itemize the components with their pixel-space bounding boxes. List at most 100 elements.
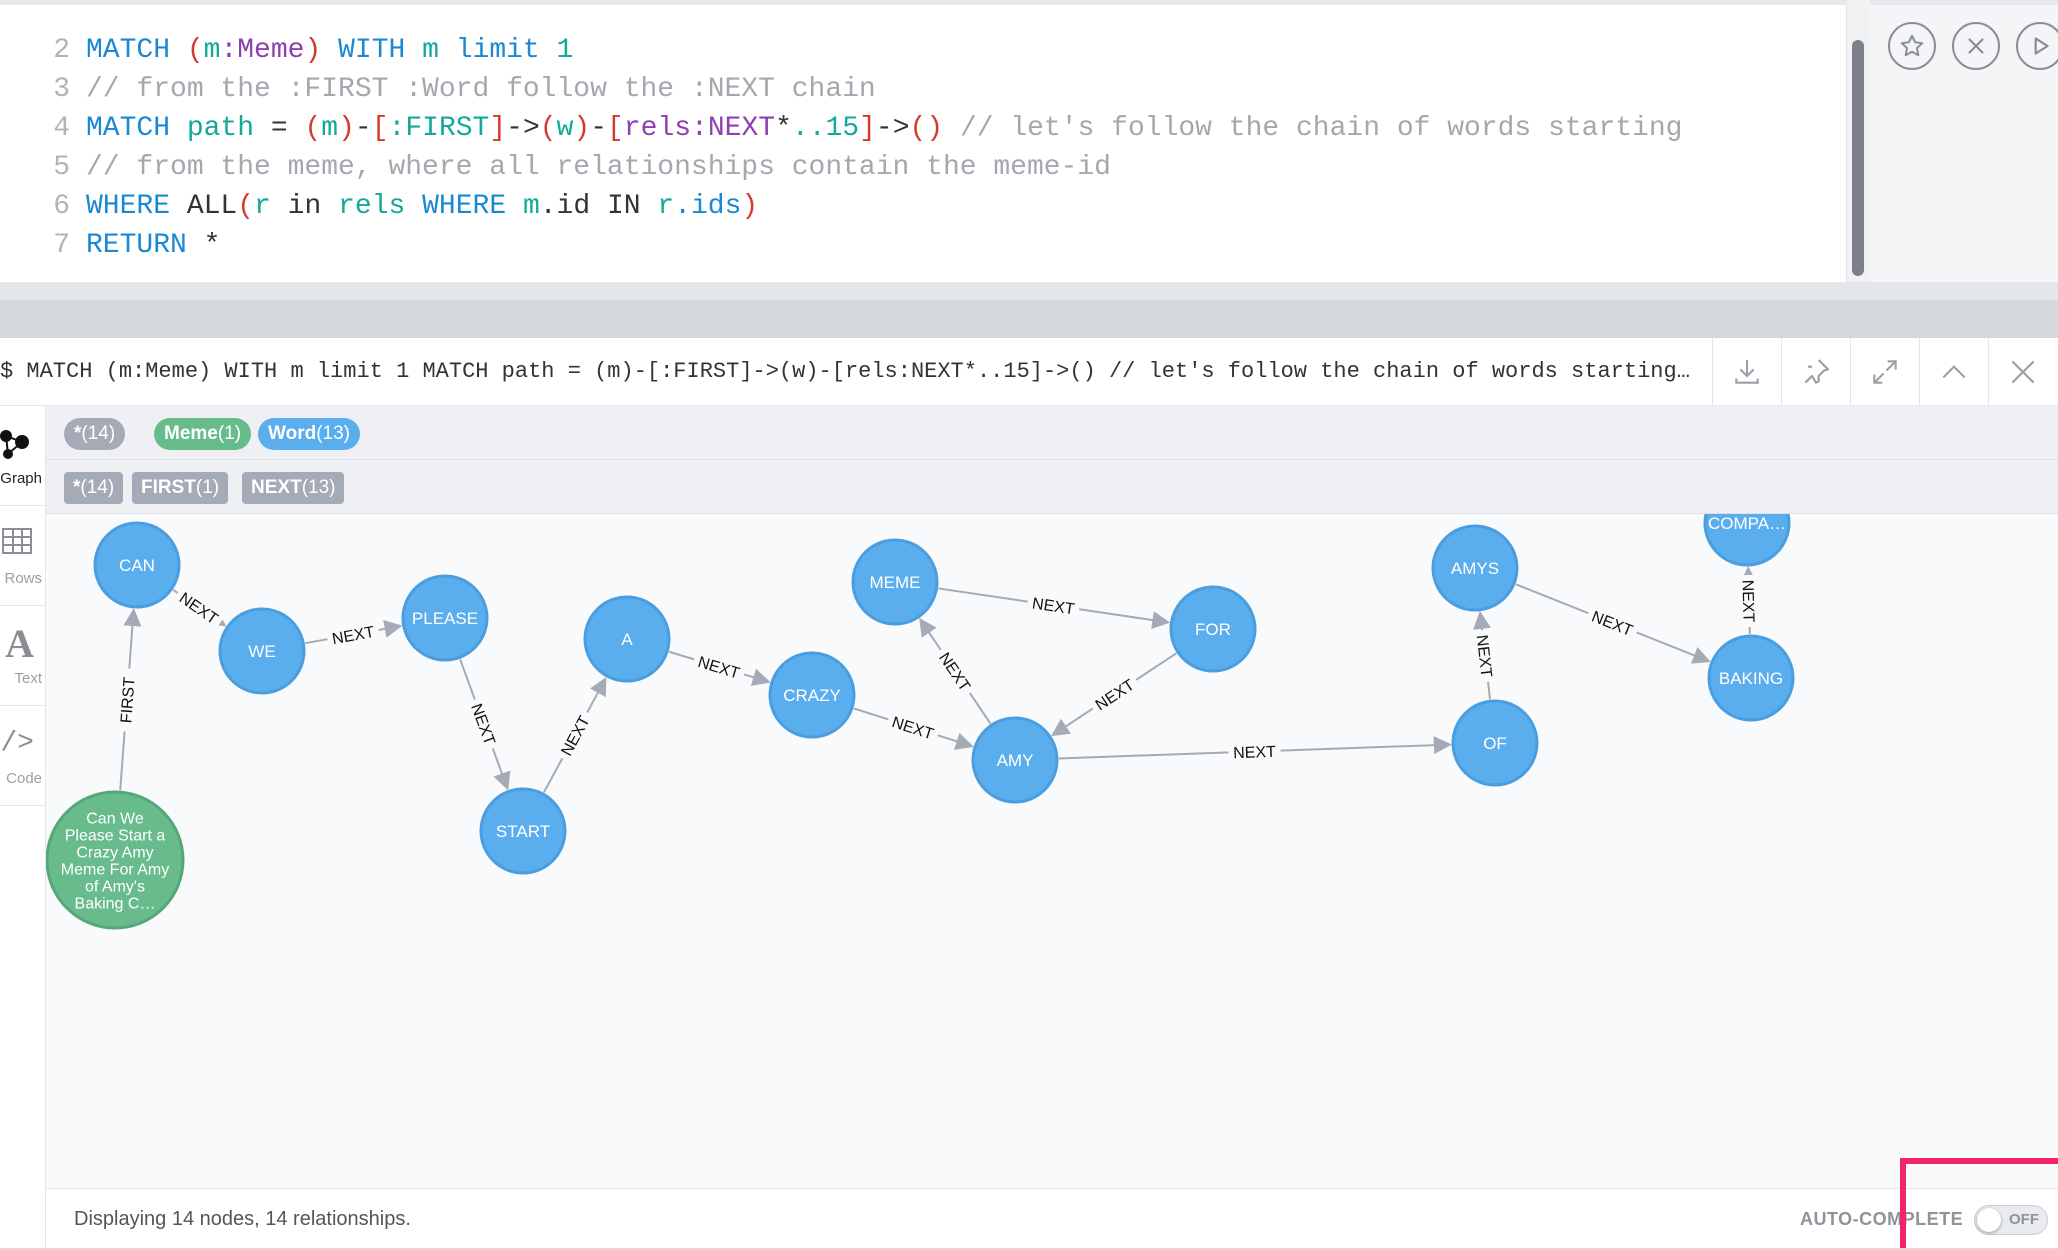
code-token: WITH (321, 35, 423, 66)
clear-button[interactable] (1952, 22, 2000, 70)
node-circle[interactable] (1707, 634, 1795, 722)
code-token: rels (338, 191, 406, 222)
graph-node-of[interactable]: OF (1451, 699, 1539, 787)
view-tab-text[interactable]: A Text (0, 606, 45, 706)
favorite-button[interactable] (1888, 22, 1936, 70)
relationship-edge[interactable]: NEXT (1515, 583, 1711, 664)
graph-node-for[interactable]: FOR (1169, 585, 1257, 673)
relationship-edge[interactable]: NEXT (668, 649, 771, 686)
relationship-edge[interactable]: NEXT (171, 584, 227, 631)
label-pill[interactable]: Meme(1) (154, 418, 252, 450)
node-caption: START (496, 822, 550, 841)
relationship-edge[interactable]: NEXT (543, 676, 607, 793)
label-count: (14) (81, 423, 116, 444)
collapse-button[interactable] (1919, 338, 1987, 406)
code-token: () (909, 113, 944, 144)
code-token: ( (539, 113, 557, 144)
download-icon (1734, 360, 1759, 384)
node-circle[interactable] (1169, 585, 1257, 673)
editor-scrollbar-thumb[interactable] (1852, 40, 1864, 276)
fullscreen-button[interactable] (1850, 338, 1918, 406)
code-token: 1 (556, 35, 574, 66)
relationship-edge[interactable]: NEXT (919, 617, 992, 725)
code-token: ) (304, 35, 322, 66)
code-token: ( (186, 35, 204, 66)
view-tab-graph[interactable]: Graph (0, 406, 45, 506)
view-sidebar: Graph Rows A Text </> Code (0, 406, 46, 1248)
relationship-edge[interactable]: NEXT (459, 658, 511, 791)
node-circle[interactable] (401, 574, 489, 662)
pin-button[interactable] (1781, 338, 1849, 406)
label-pill[interactable]: Word(13) (258, 418, 360, 450)
relationship-edge[interactable]: NEXT (1738, 566, 1760, 635)
relationship-edge[interactable]: FIRST (114, 608, 142, 791)
code-token: [ (607, 113, 624, 144)
close-frame-button[interactable] (1988, 338, 2056, 406)
node-circle[interactable] (768, 651, 856, 739)
graph-node-can[interactable]: CAN (93, 521, 181, 609)
view-tab-rows[interactable]: Rows (0, 506, 45, 606)
code-text: MATCH (m:Meme) WITH m limit 1 (70, 31, 573, 70)
code-line[interactable]: 5// from the meme, where all relationshi… (0, 148, 1111, 187)
edge-label-background (1228, 740, 1281, 763)
node-circle[interactable] (851, 538, 939, 626)
node-circle[interactable] (46, 790, 185, 930)
view-tab-code[interactable]: </> Code (0, 706, 45, 806)
relationship-edge[interactable]: NEXT (1058, 736, 1452, 763)
graph-node-amys[interactable]: AMYS (1431, 524, 1519, 612)
graph-node-start[interactable]: START (479, 787, 567, 875)
graph-node-please[interactable]: PLEASE (401, 574, 489, 662)
code-token: - (354, 113, 372, 144)
code-icon: </> (0, 728, 34, 759)
table-icon (0, 524, 45, 564)
node-circle[interactable] (1703, 514, 1791, 567)
label-pill[interactable]: *(14) (64, 418, 126, 450)
autocomplete-toggle[interactable]: OFF (1974, 1205, 2048, 1235)
node-circle[interactable] (583, 595, 671, 683)
code-line[interactable]: 3// from the :FIRST :Word follow the :NE… (0, 70, 876, 109)
status-bar: Displaying 14 nodes, 14 relationships. A… (46, 1188, 2058, 1248)
graph-node-crazy[interactable]: CRAZY (768, 651, 856, 739)
node-circle[interactable] (1451, 699, 1539, 787)
relationship-edge[interactable]: NEXT (1051, 652, 1177, 737)
stream-separator (0, 300, 2058, 338)
graph-node-compa[interactable]: COMPA… (1703, 514, 1791, 567)
code-token: MATCH (86, 113, 187, 144)
code-text: WHERE ALL(r in rels WHERE m.id IN r.ids) (70, 187, 758, 226)
code-token: ] (859, 113, 876, 144)
node-circle[interactable] (93, 521, 181, 609)
relationship-tag[interactable]: NEXT(13) (242, 472, 345, 504)
node-circle[interactable] (479, 787, 567, 875)
relationship-tag[interactable]: *(14) (64, 472, 124, 504)
frame-query-text[interactable]: $ MATCH (m:Meme) WITH m limit 1 MATCH pa… (0, 359, 1700, 384)
edge-label: FIRST (118, 676, 138, 724)
node-circle[interactable] (218, 607, 306, 695)
node-circle[interactable] (1431, 524, 1519, 612)
graph-node-a[interactable]: A (583, 595, 671, 683)
node-circle[interactable] (971, 716, 1059, 804)
node-caption: Meme For Amy (61, 862, 169, 879)
relationship-edge[interactable]: NEXT (938, 587, 1171, 629)
code-token: ..15 (791, 113, 860, 144)
code-token: ) (338, 113, 355, 144)
graph-node-we[interactable]: WE (218, 607, 306, 695)
graph-node-amy[interactable]: AMY (971, 716, 1059, 804)
download-button[interactable] (1712, 338, 1780, 406)
node-caption: AMYS (1451, 559, 1499, 578)
relationship-edge[interactable]: NEXT (1472, 610, 1498, 700)
graph-node-memew[interactable]: MEME (851, 538, 939, 626)
relationship-edge[interactable]: NEXT (853, 707, 974, 750)
code-text: MATCH path = (m)-[:FIRST]->(w)-[rels:NEX… (70, 109, 1682, 148)
graph-node-baking[interactable]: BAKING (1707, 634, 1795, 722)
relationship-tag[interactable]: FIRST(1) (132, 472, 229, 504)
relationship-edge[interactable]: NEXT (305, 620, 403, 650)
run-button[interactable] (2016, 22, 2058, 70)
